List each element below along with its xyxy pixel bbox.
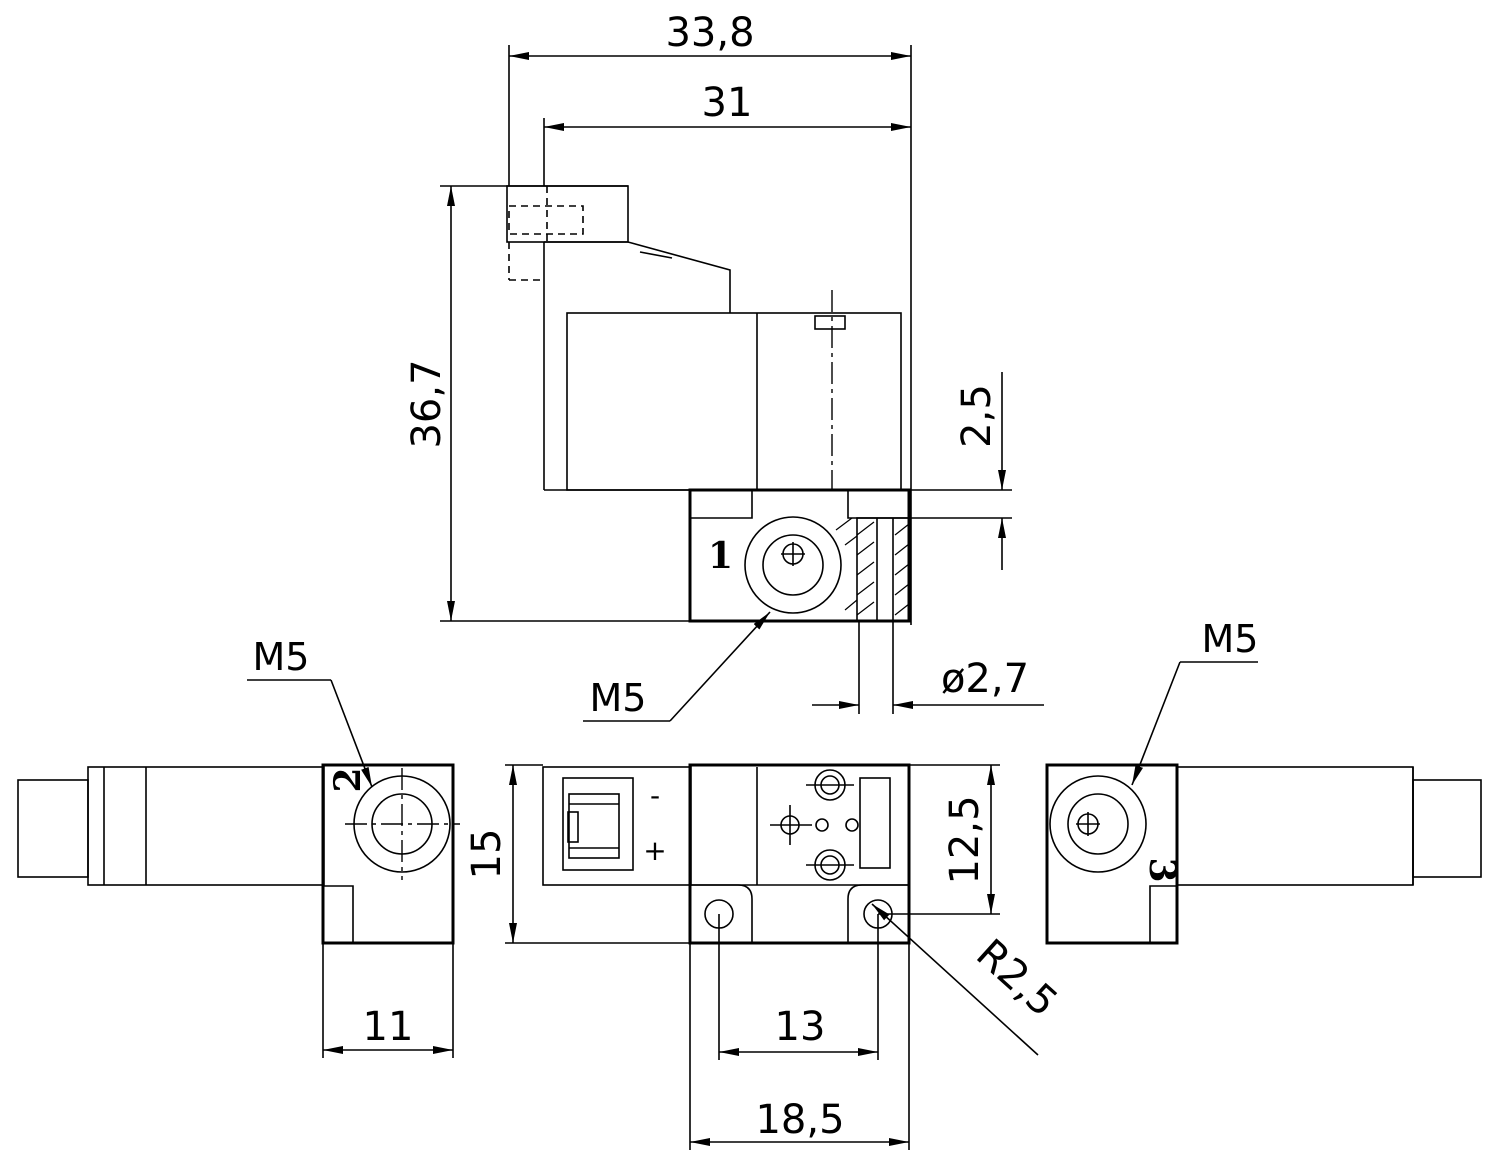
thread-label-port-1: M5 xyxy=(590,676,647,720)
dimension-counterbore-depth: 2,5 xyxy=(909,372,1012,570)
minus-symbol: - xyxy=(650,779,660,812)
port-3-number: 3 xyxy=(1141,857,1183,882)
dimension-height-front: 15 xyxy=(464,764,690,944)
front-view: - + xyxy=(542,763,911,945)
port-2-number: 2 xyxy=(327,767,369,792)
left-end-view: 2 xyxy=(17,763,460,945)
dimension-label-13: 13 xyxy=(775,1004,826,1050)
thread-callout-port-1: M5 xyxy=(583,611,771,722)
dimension-height-inner: 12,5 xyxy=(878,764,1000,915)
dimension-height-overall: 36,7 xyxy=(404,185,690,622)
side-elevation-view: 1 xyxy=(506,185,911,623)
dimension-label-12-5: 12,5 xyxy=(942,795,988,884)
dimension-label-15: 15 xyxy=(464,829,510,880)
dimension-label-diameter-2-7: ø2,7 xyxy=(941,656,1029,702)
thread-label-port-2: M5 xyxy=(253,635,310,679)
port-1-number: 1 xyxy=(708,535,733,577)
dimension-base-length: 18,5 xyxy=(689,943,910,1150)
right-end-view: 3 xyxy=(1045,763,1482,945)
thread-callout-port-3: M5 xyxy=(1131,617,1259,786)
dimension-width-body: 31 xyxy=(543,80,911,186)
thread-label-port-3: M5 xyxy=(1202,617,1259,661)
thread-callout-port-2: M5 xyxy=(247,635,373,788)
corner-radius-callout: R2,5 xyxy=(871,903,1066,1056)
dimension-label-r2-5: R2,5 xyxy=(967,931,1066,1026)
dimension-label-33-8: 33,8 xyxy=(665,10,754,56)
dimension-base-width: 11 xyxy=(322,943,454,1058)
dimension-hole-diameter: ø2,7 xyxy=(812,621,1044,714)
dimension-width-overall: 33,8 xyxy=(508,10,912,625)
dimension-label-11: 11 xyxy=(363,1004,414,1050)
dimension-label-2-5: 2,5 xyxy=(954,384,1000,448)
dimension-label-18-5: 18,5 xyxy=(755,1097,844,1143)
dimension-label-36-7: 36,7 xyxy=(404,359,450,448)
dimension-hole-spacing: 13 xyxy=(718,914,879,1060)
plus-symbol: + xyxy=(643,834,666,867)
dimension-label-31: 31 xyxy=(702,80,753,126)
